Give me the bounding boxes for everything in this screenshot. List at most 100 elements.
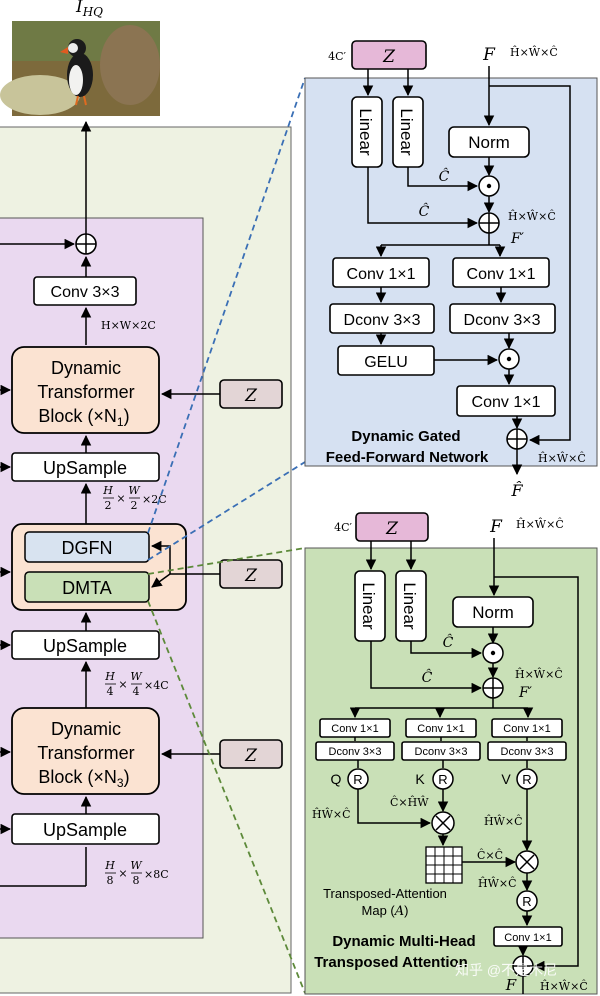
z-label-1: Z [244, 386, 258, 406]
dmta-reshape-out: R [516, 890, 538, 912]
output-label: IHQ [75, 0, 103, 19]
dgfn-connector-top [147, 77, 306, 534]
svg-text:R: R [522, 772, 531, 787]
svg-text:R: R [353, 772, 362, 787]
dmta-chat-1: Ĉ [443, 633, 454, 651]
dgfn-z-label: Z [382, 47, 396, 67]
svg-text:Dconv 3×3: Dconv 3×3 [415, 746, 468, 758]
svg-text:Linear: Linear [397, 108, 416, 156]
svg-text:×: × [116, 492, 125, 505]
svg-text:Dconv 3×3: Dconv 3×3 [501, 746, 554, 758]
output-image [0, 21, 160, 116]
dmta-norm-label: Norm [472, 603, 514, 622]
dgfn-out-label: F̂ [510, 481, 523, 500]
dtb3-line3: Block (×N3) [38, 767, 129, 790]
svg-text:Dconv 3×3: Dconv 3×3 [344, 312, 421, 329]
z-label-3: Z [244, 746, 258, 766]
svg-text:×: × [118, 678, 127, 691]
dmta-z-box [355, 512, 429, 542]
dgfn-chat-2: Ĉ [419, 202, 430, 220]
dmta-q-dim: ĤŴ×Ĉ [312, 807, 351, 821]
dmta-mid-dim: Ĥ×Ŵ×Ĉ [515, 667, 563, 681]
dtb3-line2: Transformer [37, 743, 134, 763]
svg-text:2: 2 [131, 499, 138, 512]
watermark: 知乎 @不是木尼 [455, 962, 557, 978]
svg-text:Linear: Linear [356, 108, 375, 156]
dgfn-fprime: F′ [510, 231, 525, 247]
upsample-box-1 [11, 452, 160, 482]
dmta-av-product-node [515, 850, 539, 874]
upsample-label-3: UpSample [43, 820, 127, 840]
dgfn-dconv-right [449, 303, 556, 334]
dmta-residual-node [512, 955, 534, 977]
dmta-k-label: K [415, 771, 425, 787]
svg-text:Dconv 3×3: Dconv 3×3 [329, 746, 382, 758]
dgfn-linear-1 [351, 96, 383, 168]
svg-text:W: W [128, 484, 141, 497]
dmta-map-label-1: Transposed-Attention [323, 886, 447, 901]
attention-map-grid [425, 846, 463, 884]
dmta-sum-node [482, 677, 504, 699]
dmta-cc-dim: Ĉ×Ĉ [477, 848, 503, 862]
dmta-connector-bottom [147, 600, 306, 994]
dgfn-conv1-out [456, 385, 556, 417]
svg-text:×2C: ×2C [142, 493, 167, 506]
dgfn-z-box [351, 40, 427, 70]
dgfn-in-dim: 4C′ [328, 50, 346, 63]
dgfn-connector-bottom [147, 461, 306, 561]
dmta-mult-node [482, 642, 504, 664]
svg-text:×8C: ×8C [144, 868, 169, 881]
upsample-label-1: UpSample [43, 458, 127, 478]
svg-text:Conv 1×1: Conv 1×1 [347, 266, 416, 283]
dim-2: H 4 × W 4 ×4C [104, 670, 168, 698]
dmta-out-dim: Ĥ×Ŵ×Ĉ [540, 979, 588, 993]
upsample-box-2 [11, 630, 160, 660]
dtb3-line1: Dynamic [51, 719, 121, 739]
upsample-label-2: UpSample [43, 636, 127, 656]
dgfn-label: DGFN [62, 538, 113, 558]
dmta-f-dim: Ĥ×Ŵ×Ĉ [516, 517, 564, 531]
dim-3: H 8 × W 8 ×8C [104, 859, 168, 887]
svg-text:2: 2 [105, 499, 112, 512]
z-label-2: Z [244, 566, 258, 586]
dmta-box [24, 571, 150, 603]
svg-text:R: R [438, 772, 447, 787]
dgfn-sum-node [478, 212, 500, 234]
dgfn-mult-node [478, 175, 500, 197]
svg-text:8: 8 [133, 874, 140, 887]
dmta-v-dim: ĤŴ×Ĉ [484, 814, 523, 828]
dgfn-residual-node [506, 428, 528, 450]
dim-top: H×W×2C [101, 319, 156, 332]
svg-text:Conv 1×1: Conv 1×1 [417, 723, 464, 735]
svg-text:Dconv 3×3: Dconv 3×3 [464, 312, 541, 329]
svg-text:4: 4 [133, 685, 140, 698]
z-box-2 [219, 559, 283, 589]
dynamic-transformer-block-1 [11, 346, 160, 434]
dmta-q-label: Q [331, 771, 342, 787]
dgfn-title-2: Feed-Forward Network [326, 449, 489, 466]
dynamic-transformer-block-3 [11, 707, 160, 795]
dmta-v-label: V [501, 771, 511, 787]
dmta-connector-top [147, 547, 306, 575]
dgfn-out-dim: Ĥ×Ŵ×Ĉ [538, 451, 586, 465]
dmta-reshape-k: R [432, 768, 454, 790]
dmta-out-f: F [505, 976, 517, 994]
svg-text:4: 4 [107, 685, 114, 698]
dgfn-mid-dim: Ĥ×Ŵ×Ĉ [508, 209, 556, 223]
dmta-qk-product-node [431, 811, 455, 835]
dmta-reshape-v: R [516, 768, 538, 790]
upsample-box-3 [11, 813, 160, 845]
dtb1-line1: Dynamic [51, 358, 121, 378]
dgfn-f-label: F [482, 45, 496, 65]
dmta-linear-1 [354, 570, 386, 642]
svg-text:W: W [130, 859, 143, 872]
dmta-dconv-q [315, 741, 395, 761]
dtb1-line3: Block (×N1) [38, 406, 129, 429]
dmta-f-label: F [489, 517, 503, 537]
conv3x3-box [33, 276, 137, 306]
dmta-title-2: Transposed Attention [314, 954, 468, 971]
svg-text:8: 8 [107, 874, 114, 887]
dgfn-title-1: Dynamic Gated [351, 428, 460, 445]
sum-node-top [75, 233, 97, 255]
